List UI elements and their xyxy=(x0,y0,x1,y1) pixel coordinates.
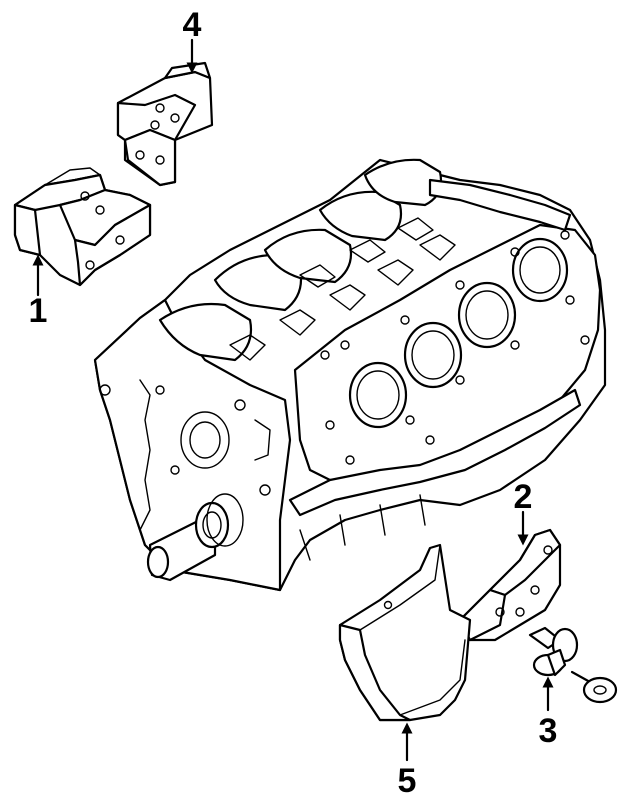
callout-label-4: 4 xyxy=(183,6,202,44)
lower-bracket-5 xyxy=(338,543,472,722)
callout-5: 5 xyxy=(398,722,417,800)
mount-bracket-4 xyxy=(116,61,214,187)
callout-label-3: 3 xyxy=(539,712,558,750)
callout-3: 3 xyxy=(539,676,558,750)
mount-stud-3 xyxy=(528,626,618,704)
callout-1: 1 xyxy=(29,254,48,330)
engine-block xyxy=(93,158,607,592)
callout-label-2: 2 xyxy=(514,478,533,516)
mount-bracket-2 xyxy=(458,528,562,642)
callout-label-1: 1 xyxy=(29,292,48,330)
callout-4: 4 xyxy=(183,6,202,74)
callout-label-5: 5 xyxy=(398,762,417,800)
crankshaft-snout xyxy=(146,493,244,582)
callout-2: 2 xyxy=(514,478,533,546)
mount-bracket-1 xyxy=(13,167,152,287)
